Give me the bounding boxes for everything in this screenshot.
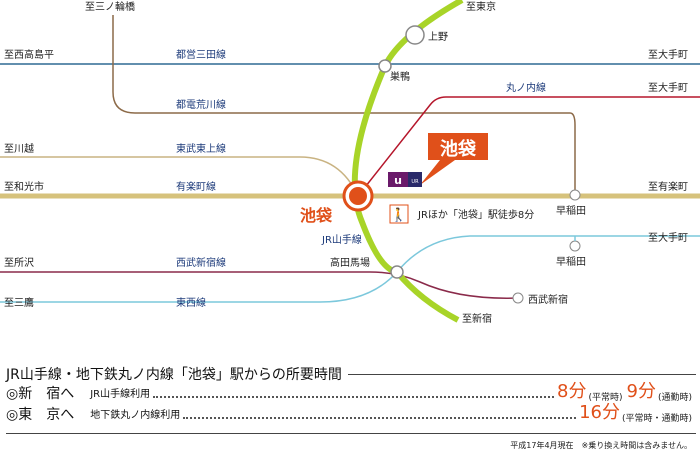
svg-text:UR: UR: [411, 179, 419, 185]
takadanobaba-station: [390, 265, 404, 279]
dir-label: 至三ノ輪橋: [85, 0, 135, 13]
dir-label: 至大手町: [648, 81, 688, 94]
dir-label: 至大手町: [648, 48, 688, 61]
dir-label: 至西高島平: [4, 48, 54, 61]
station-label: 早稲田: [556, 256, 586, 268]
footer-title: JR山手線・地下鉄丸ノ内線「池袋」駅からの所要時間: [6, 367, 342, 383]
ueno-station: [405, 25, 425, 45]
footnote: 平成17年4月現在 ※乗り換え時間は含みません。: [510, 441, 692, 450]
marunouchi-line: [357, 96, 700, 197]
ikebukuro-label: 池袋: [300, 206, 333, 225]
line-label: 西武新宿線: [176, 256, 226, 269]
line-label: 東武東上線: [176, 142, 226, 155]
via-line: JR山手線利用: [90, 389, 151, 400]
arakawa-line: [112, 15, 576, 195]
line-label: JR山手線: [321, 233, 362, 246]
dir-label: 至東京: [466, 0, 496, 13]
line-label: 丸ノ内線: [506, 81, 546, 94]
svg-text:u: u: [394, 174, 402, 187]
dir-label: 至大手町: [648, 231, 688, 244]
route-row-shinjuku: ◎新 宿へ JR山手線利用 8分 (平常時) 9分 (通勤時): [6, 381, 696, 403]
walk-note: JRほか「池袋」駅徒歩8分: [417, 208, 534, 221]
station-label: 西武新宿: [528, 293, 568, 306]
station-label: 上野: [428, 31, 448, 43]
walk-icon: [389, 204, 409, 224]
line-label: 有楽町線: [176, 180, 216, 193]
waseda-station-tozai: [569, 240, 581, 252]
sugamo-station: [378, 59, 392, 73]
dir-label: 至有楽町: [648, 180, 688, 193]
dir-label: 至三鷹: [4, 296, 34, 309]
destination: ◎新 宿へ: [6, 386, 75, 402]
station-label: 巣鴨: [390, 70, 410, 83]
footer-title-row: JR山手線・地下鉄丸ノ内線「池袋」駅からの所要時間: [6, 364, 696, 384]
dir-label: 至和光市: [4, 180, 44, 193]
seibu-line: [0, 271, 519, 299]
station-label: 高田馬場: [330, 256, 370, 269]
line-label: 東西線: [176, 296, 206, 309]
destination: ◎東 京へ: [6, 407, 75, 423]
time: 16分: [579, 402, 620, 423]
route-row-tokyo: ◎東 京へ 地下鉄丸ノ内線利用 16分 (平常時・通勤時): [6, 402, 696, 424]
u-logo: [388, 172, 408, 187]
via-line: 地下鉄丸ノ内線利用: [90, 410, 181, 421]
map-svg: 池袋 u UR 🚶 JRほか「池袋」駅徒歩8分 池袋 至三ノ輪橋 至東京 至西高…: [0, 0, 700, 325]
time-rush: 9分: [626, 381, 656, 402]
dir-label: 至所沢: [4, 256, 34, 269]
waseda-station: [569, 189, 581, 201]
line-label: 都電荒川線: [176, 98, 226, 111]
dir-label: 至川越: [4, 142, 34, 155]
callout-bubble: [420, 133, 488, 185]
dir-label: 至新宿: [462, 312, 492, 325]
time-normal: 8分: [557, 381, 587, 402]
svg-text:🚶: 🚶: [391, 207, 407, 223]
line-label: 都営三田線: [176, 48, 226, 61]
seibushinjuku-station: [512, 292, 524, 304]
callout-label: 池袋: [440, 138, 477, 160]
station-label: 早稲田: [556, 205, 586, 217]
